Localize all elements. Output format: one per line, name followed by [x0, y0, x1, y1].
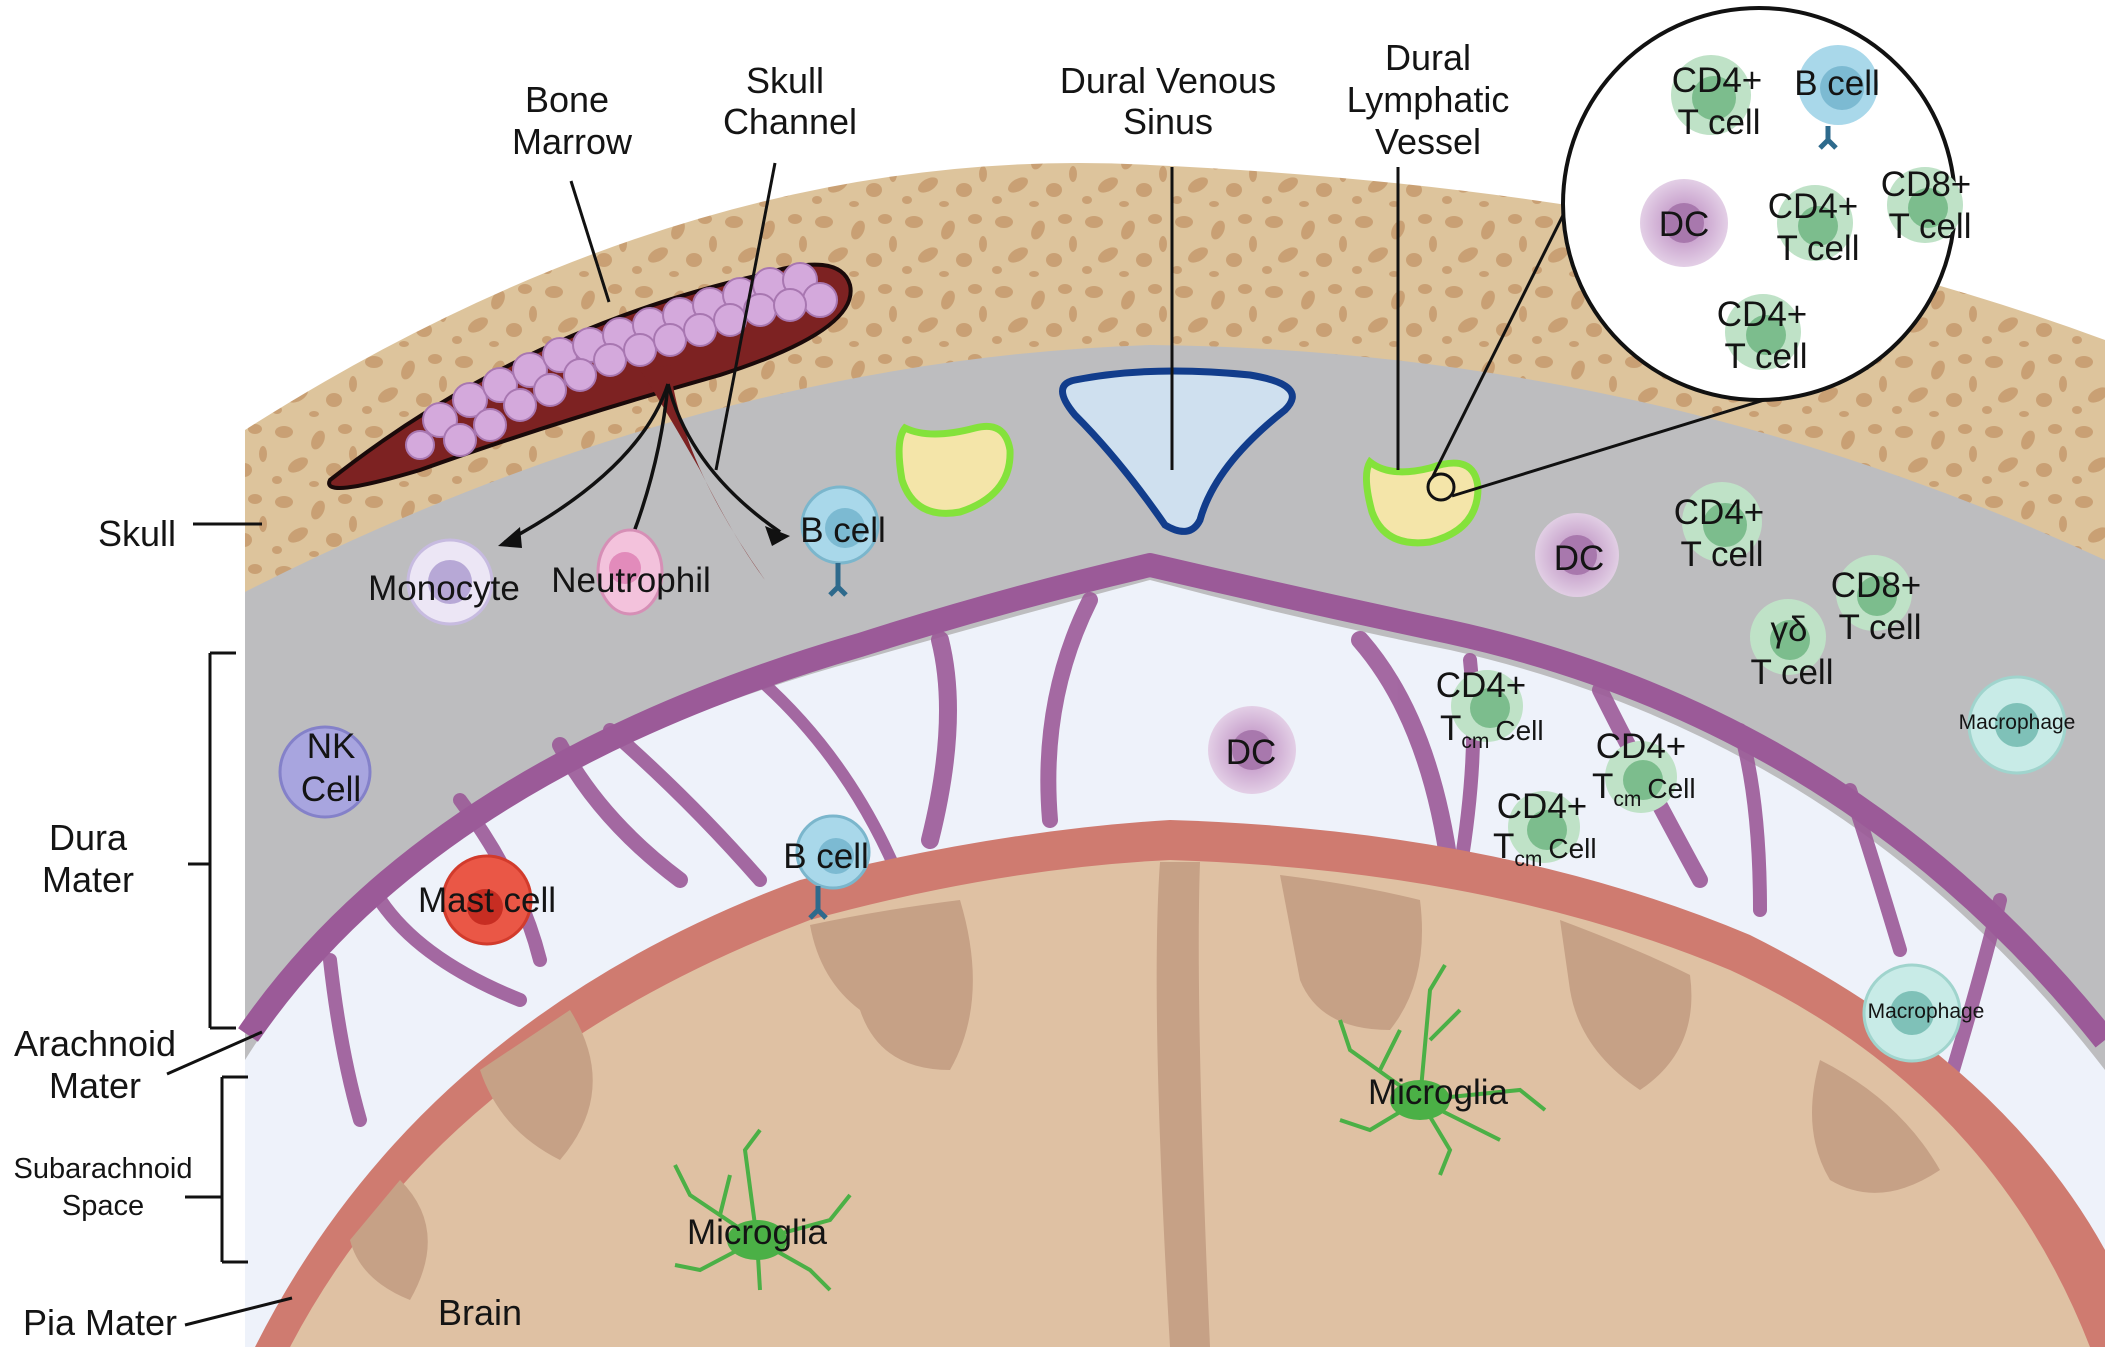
label-cd4-tcm-3: CD4+	[1497, 787, 1587, 826]
label-nk-2: Cell	[301, 770, 361, 809]
label-dural-lymphatic-1: Dural	[1385, 37, 1471, 78]
inset-cells	[1640, 45, 1963, 370]
label-bone-marrow-2: Marrow	[512, 121, 633, 162]
dc-subarachnoid	[1208, 706, 1296, 794]
label-arachnoid-1: Arachnoid	[14, 1023, 176, 1064]
label-dural-venous-sinus-1: Dural Venous	[1060, 60, 1276, 101]
label-arachnoid-2: Mater	[49, 1065, 141, 1106]
label-microglia-left: Microglia	[687, 1213, 828, 1252]
label-cd8-dura: CD8+	[1831, 566, 1921, 605]
label-t-cell-cd8-dura: T cell	[1839, 608, 1922, 647]
label-brain: Brain	[438, 1292, 522, 1333]
label-inset-cd4-3: CD4+	[1717, 295, 1807, 334]
leader-lines	[166, 162, 1400, 1327]
gamma-delta-t-cell	[1750, 599, 1826, 675]
neutrophil	[596, 528, 664, 616]
label-inset-tcell-3: T cell	[1889, 207, 1972, 246]
cd4-tcm-cell-2	[1605, 741, 1677, 813]
macrophage-lower	[1862, 963, 1962, 1063]
nk-cell	[278, 725, 372, 819]
b-cell-dura	[800, 485, 880, 597]
label-gamma-delta: γδ	[1771, 610, 1808, 649]
label-subarachnoid-2: Space	[62, 1190, 144, 1222]
label-t-cell-cd4-dura: T cell	[1681, 535, 1764, 574]
cd4-tcm-cell-1	[1451, 670, 1523, 742]
label-tcm-1-cell: Cell	[1495, 715, 1543, 746]
label-subarachnoid-1: Subarachnoid	[14, 1153, 193, 1185]
label-skull-channel-2: Channel	[723, 101, 857, 142]
label-bone-marrow-1: Bone	[525, 79, 609, 120]
label-tcm-3: Tcm Cell	[1493, 827, 1597, 871]
label-skull-channel-1: Skull	[746, 60, 824, 101]
label-t-cell-gd: T cell	[1751, 653, 1834, 692]
cd4-tcm-cell-3	[1508, 791, 1580, 863]
monocyte	[406, 538, 494, 626]
label-inset-tcell-1: T cell	[1678, 103, 1761, 142]
label-inset-tcell-2: T cell	[1777, 229, 1860, 268]
mast-cell	[441, 854, 533, 946]
dural-venous-sinus	[1059, 367, 1296, 535]
b-cell-subarachnoid	[795, 814, 871, 920]
dural-lymphatic-vessel-right	[1363, 456, 1482, 547]
label-tcm-3-t: T	[1493, 827, 1514, 866]
label-cd4-dura: CD4+	[1674, 493, 1764, 532]
label-tcm-2-cell: Cell	[1647, 773, 1695, 804]
label-dura-1: Dura	[49, 817, 128, 858]
cd8-t-cell-dura	[1836, 555, 1912, 631]
label-monocyte: Monocyte	[368, 569, 520, 608]
label-tcm-2-t: T	[1592, 767, 1613, 806]
microglia-left	[673, 1128, 852, 1292]
label-macrophage-dura: Macrophage	[1959, 711, 2076, 734]
label-dc-sub: DC	[1226, 733, 1277, 772]
label-dura-2: Mater	[42, 859, 134, 900]
microglia-right	[1338, 963, 1547, 1176]
label-b-cell-sub: B cell	[783, 837, 869, 876]
lymphatic-zoom-origin	[1426, 472, 1456, 502]
brain-gyri	[350, 862, 1940, 1347]
label-skull: Skull	[98, 513, 176, 554]
label-cd4-tcm-1: CD4+	[1436, 666, 1526, 705]
dc-dura-right	[1535, 513, 1619, 597]
label-tcm-2-sub: cm	[1613, 788, 1641, 811]
bone-marrow	[327, 262, 853, 580]
label-tcm-1-t: T	[1440, 709, 1461, 748]
label-tcm-1-sub: cm	[1461, 730, 1489, 753]
label-nk-1: NK	[307, 727, 356, 766]
bone-marrow-cells	[405, 262, 838, 460]
label-tcm-3-sub: cm	[1514, 848, 1542, 871]
label-dural-lymphatic-2: Lymphatic	[1347, 79, 1510, 120]
label-inset-dc: DC	[1659, 205, 1710, 244]
dural-lymphatic-vessel-left	[895, 422, 1014, 517]
arachnoid-mater-layer	[238, 553, 2105, 1048]
label-macrophage-lower: Macrophage	[1868, 1000, 1985, 1023]
label-b-cell-dura: B cell	[800, 511, 886, 550]
label-neutrophil: Neutrophil	[551, 561, 711, 600]
label-inset-b-cell: B cell	[1794, 64, 1880, 103]
label-pia-mater: Pia Mater	[23, 1302, 177, 1343]
label-dural-venous-sinus-2: Sinus	[1123, 101, 1213, 142]
label-microglia-right: Microglia	[1368, 1073, 1509, 1112]
label-inset-cd8: CD8+	[1881, 165, 1971, 204]
label-cd4-tcm-2: CD4+	[1596, 727, 1686, 766]
label-mast-cell: Mast cell	[418, 881, 556, 920]
label-inset-tcell-4: T cell	[1725, 337, 1808, 376]
macrophage-dura	[1967, 675, 2067, 775]
label-dc-dura: DC	[1554, 539, 1605, 578]
label-tcm-2: Tcm Cell	[1592, 767, 1696, 811]
label-tcm-3-cell: Cell	[1548, 833, 1596, 864]
label-dural-lymphatic-3: Vessel	[1375, 121, 1481, 162]
label-tcm-1: Tcm Cell	[1440, 709, 1544, 753]
label-inset-cd4-1: CD4+	[1672, 61, 1762, 100]
label-inset-cd4-2: CD4+	[1768, 187, 1858, 226]
cd4-t-cell-dura	[1682, 482, 1762, 562]
